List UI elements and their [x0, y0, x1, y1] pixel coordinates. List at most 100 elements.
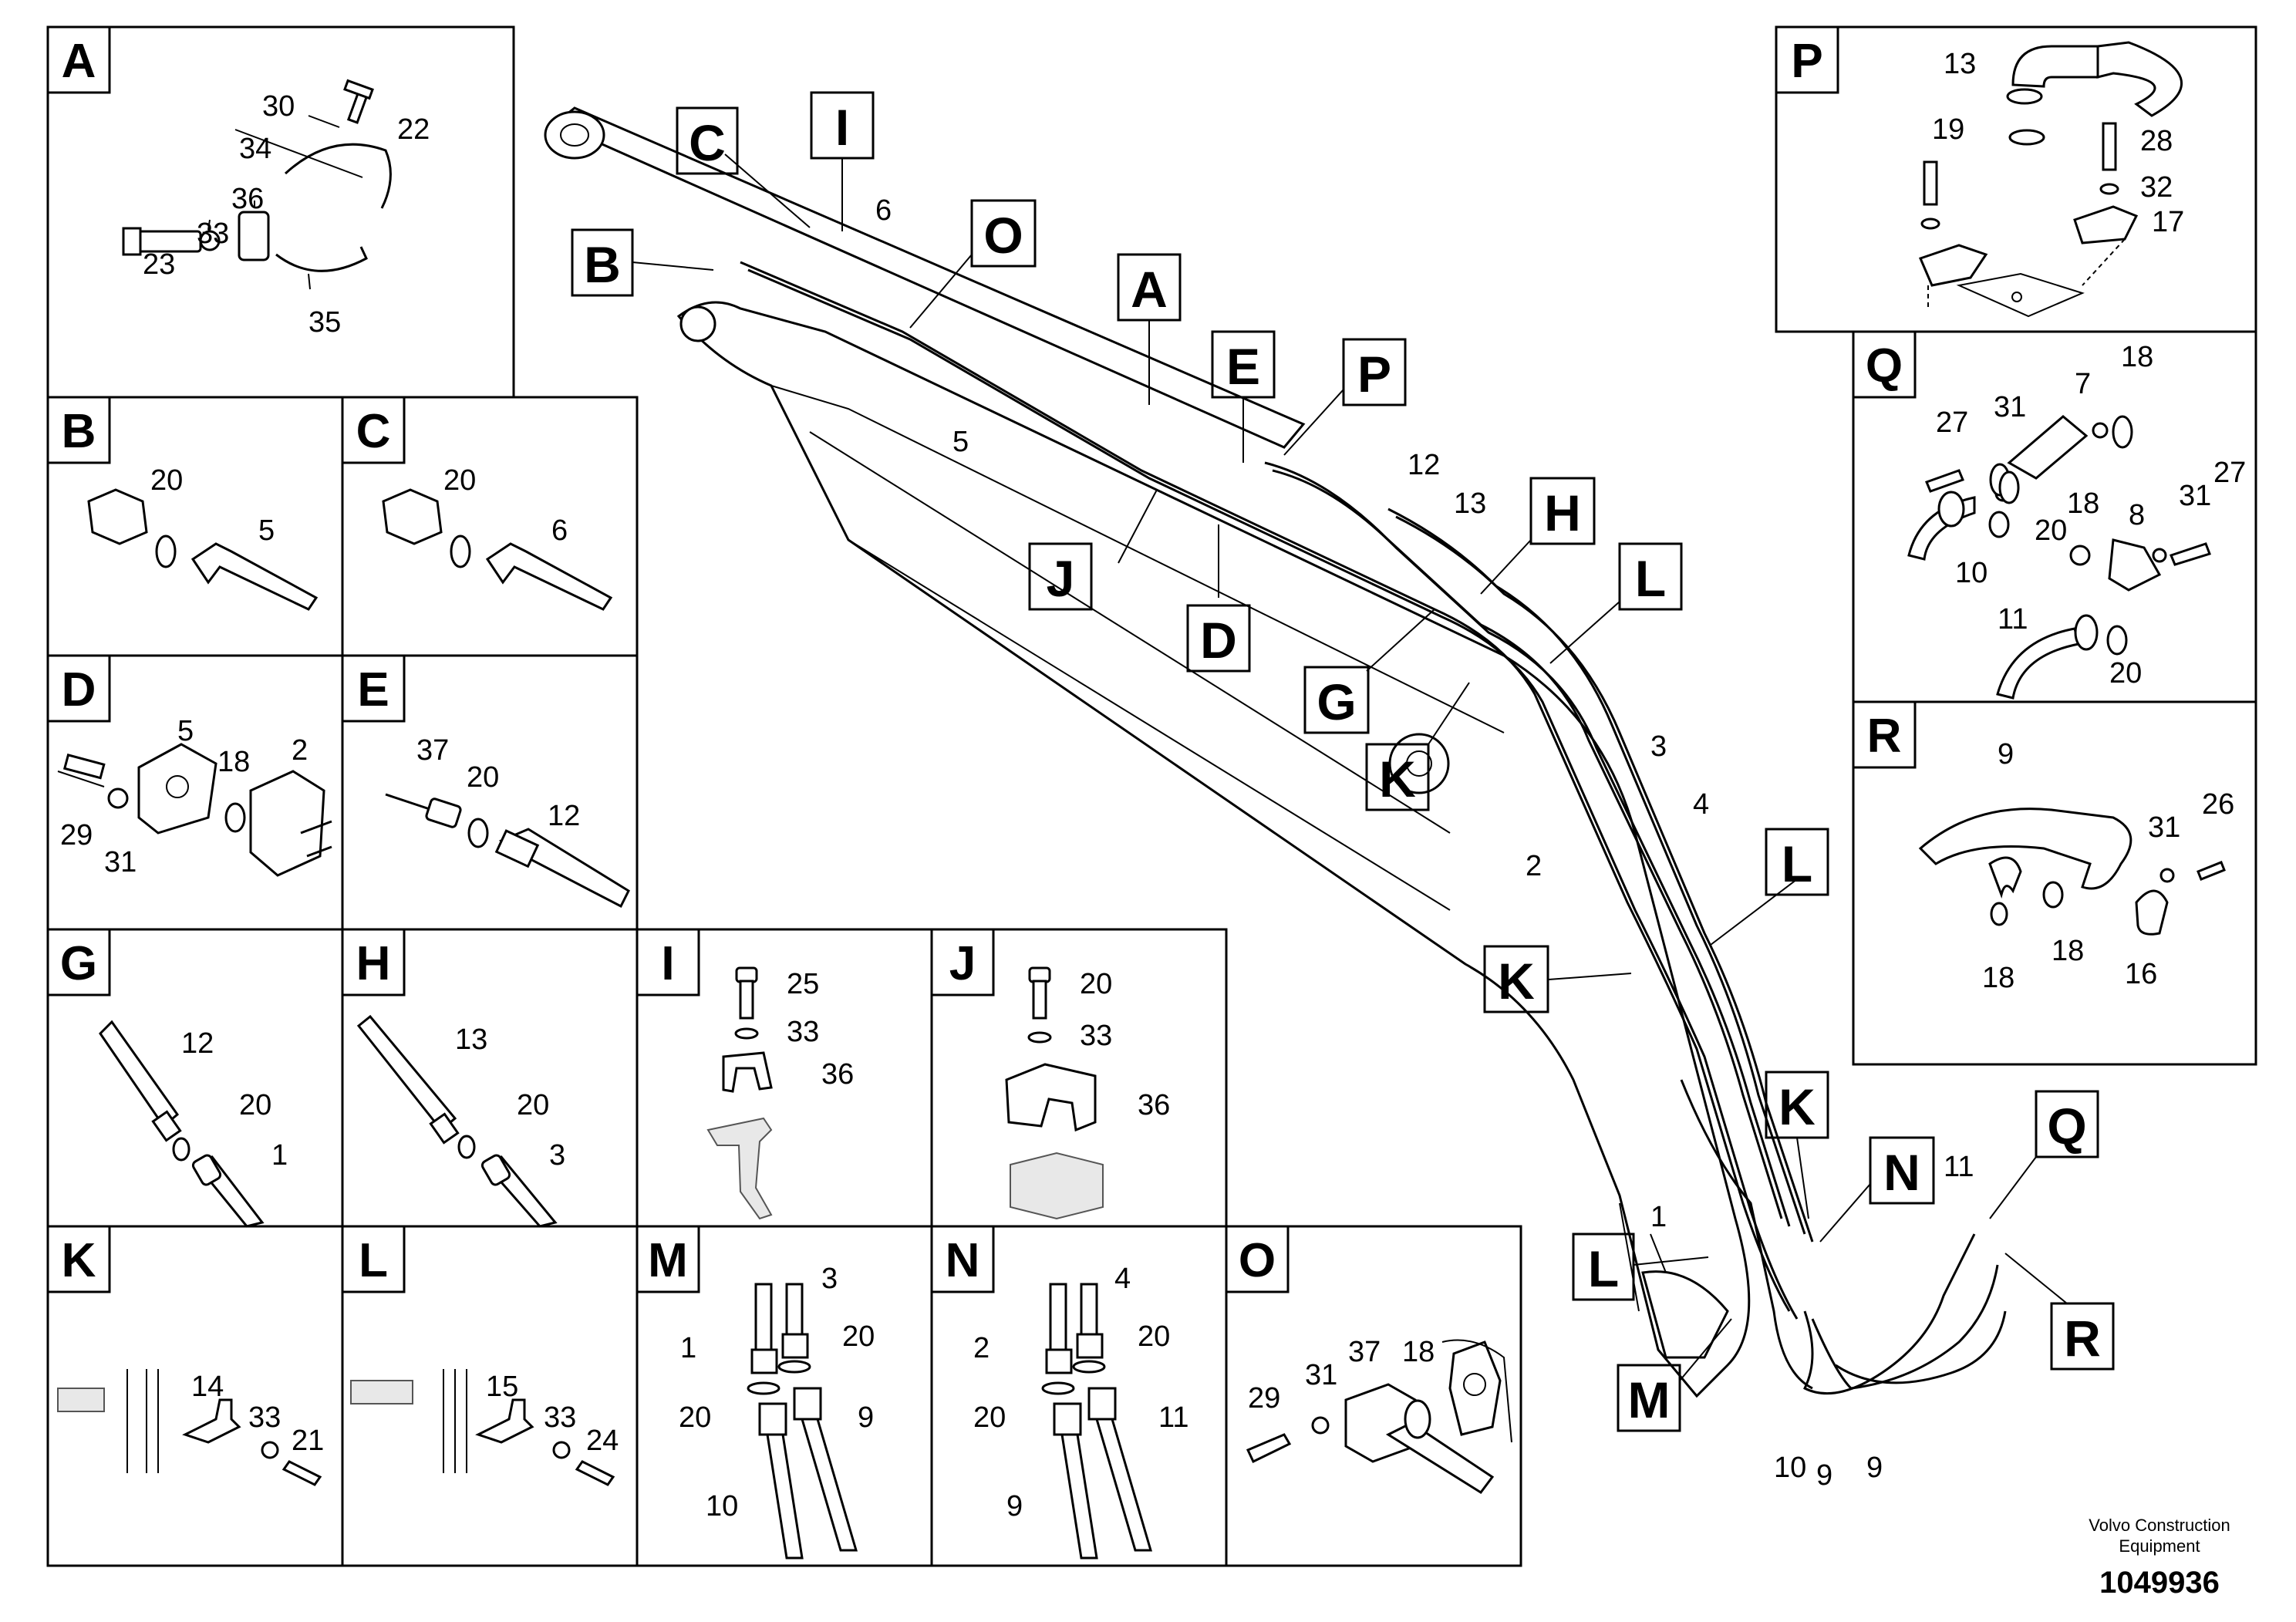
label: 9 [1998, 738, 2014, 771]
label: 30 [262, 90, 295, 123]
label: 20 [842, 1320, 875, 1353]
panel-m-letter: M [648, 1234, 688, 1287]
label: 29 [60, 819, 93, 851]
label: 3 [549, 1139, 565, 1172]
label: 16 [2125, 958, 2157, 990]
panel-m-drawing [747, 1283, 858, 1560]
label: 18 [217, 746, 250, 778]
label: 34 [239, 133, 271, 165]
label: 31 [104, 846, 137, 878]
panel-q-letter: Q [1866, 339, 1903, 393]
label: 20 [1080, 968, 1112, 1000]
label: 20 [239, 1089, 271, 1121]
label: 1 [271, 1139, 288, 1172]
label: 20 [467, 761, 499, 794]
label: 13 [455, 1023, 487, 1056]
label: 36 [231, 183, 264, 215]
panel-a-letter: A [62, 35, 96, 88]
callout-o: O [983, 207, 1023, 264]
label: 18 [1982, 962, 2014, 994]
boom-drawing [544, 106, 1751, 1398]
callout-b: B [584, 236, 621, 293]
panel-d-labels: 5 2 18 29 31 [60, 715, 308, 878]
callout-l1: L [1635, 550, 1666, 607]
label: 10 [1955, 557, 1988, 589]
label: 10 [1774, 1452, 1806, 1484]
label: 4 [1114, 1263, 1131, 1295]
hydraulic-lines [740, 261, 2007, 1395]
panel-e-drawing [385, 793, 630, 909]
panel-i-frame [636, 928, 933, 1228]
main-callouts: C I B O A E P J D H L G [571, 91, 2115, 1432]
label: 6 [875, 194, 892, 227]
callout-q: Q [2047, 1098, 2086, 1155]
label: 6 [551, 514, 568, 547]
label: 20 [1138, 1320, 1170, 1353]
callout-l2: L [1782, 835, 1812, 892]
label: 20 [679, 1401, 711, 1434]
panel-b-labels: 20 5 [150, 464, 275, 547]
label: 33 [1080, 1020, 1112, 1052]
label: 12 [1408, 449, 1440, 481]
label: 24 [586, 1425, 619, 1457]
label: 33 [544, 1401, 576, 1434]
label: 13 [1454, 487, 1486, 520]
label: 1 [680, 1332, 696, 1364]
callout-c: C [689, 114, 726, 171]
callout-h: H [1544, 484, 1581, 541]
label: 10 [706, 1490, 738, 1523]
panel-o-letter: O [1239, 1234, 1276, 1287]
label: 27 [2213, 457, 2246, 489]
label: 12 [548, 800, 580, 832]
label: 18 [2121, 341, 2153, 373]
label: 37 [416, 734, 449, 767]
label: 3 [1650, 730, 1667, 763]
panel-p-labels: 13 19 28 32 17 [1932, 48, 2184, 238]
panel-n-drawing [1041, 1283, 1153, 1560]
panel-d-letter: D [62, 663, 96, 717]
panel-k-letter: K [62, 1234, 96, 1287]
callout-k3: K [1778, 1078, 1816, 1135]
label: 2 [1526, 850, 1542, 882]
label: 20 [973, 1401, 1006, 1434]
panel-j-labels: 20 33 36 [1080, 968, 1170, 1121]
label: 2 [292, 734, 308, 767]
panel-a-drawing [122, 79, 392, 290]
panel-r-frame [1852, 700, 2257, 1066]
label: 37 [1348, 1336, 1381, 1368]
part-number: 1049936 [2099, 1566, 2220, 1600]
panel-l-labels: 15 33 24 [486, 1371, 619, 1457]
panel-l-letter: L [359, 1234, 388, 1287]
label: 18 [1402, 1336, 1435, 1368]
callout-l3: L [1588, 1240, 1619, 1297]
panel-b-drawing [87, 488, 319, 611]
label: 33 [197, 218, 229, 250]
label: 31 [1305, 1359, 1337, 1391]
label: 20 [150, 464, 183, 497]
label: 28 [2140, 125, 2173, 157]
panel-e-letter: E [357, 663, 389, 717]
callout-i: I [835, 99, 849, 156]
label: 36 [821, 1058, 854, 1091]
panel-h-labels: 13 20 3 [455, 1023, 565, 1172]
panel-o-drawing [1246, 1339, 1512, 1495]
panel-r-drawing [1918, 808, 2226, 936]
panel-l-drawing [350, 1369, 615, 1486]
label: 2 [973, 1332, 990, 1364]
label: 8 [2129, 499, 2145, 531]
panel-a-frame [46, 25, 515, 399]
panel-d-drawing [57, 743, 332, 877]
panel-o-labels: 29 31 37 18 [1248, 1336, 1435, 1415]
callout-r: R [2064, 1310, 2101, 1367]
label: 9 [1816, 1459, 1832, 1492]
label: 5 [258, 514, 275, 547]
panel-n-letter: N [946, 1234, 980, 1287]
panel-q-labels: 7 18 27 31 20 18 8 31 27 10 11 20 [1936, 341, 2246, 690]
label: 12 [181, 1027, 214, 1060]
label: 20 [2035, 514, 2067, 547]
panel-r-letter: R [1867, 710, 1902, 763]
panel-k-drawing [57, 1369, 322, 1486]
panel-o-frame [1225, 1225, 1522, 1567]
label: 4 [1693, 788, 1709, 821]
